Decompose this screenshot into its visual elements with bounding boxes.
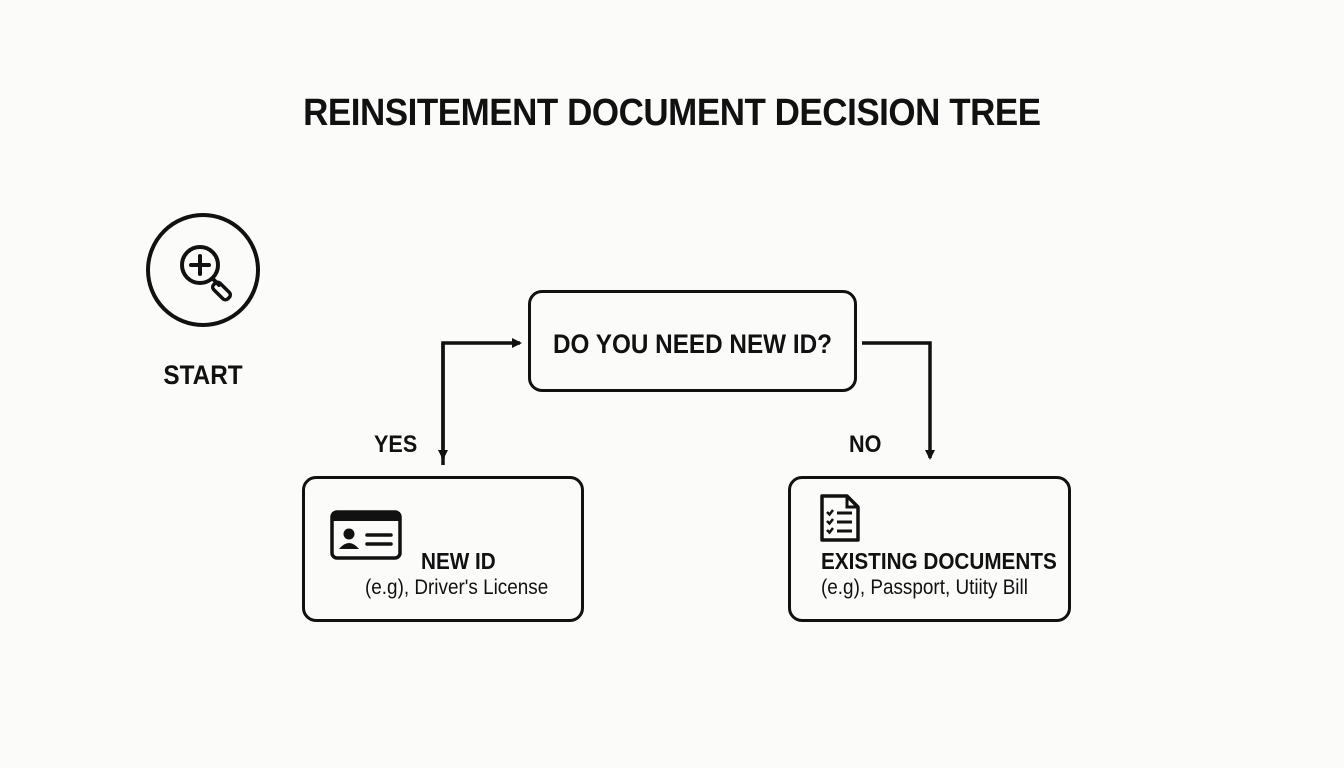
existing-documents-subtitle: (e.g), Passport, Utiity Bill	[821, 576, 1028, 599]
id-card-icon	[330, 510, 402, 560]
new-id-subtitle: (e.g), Driver's License	[365, 576, 549, 599]
existing-documents-title: EXISTING DOCUMENTS	[821, 548, 1057, 574]
question-text: DO YOU NEED NEW ID?	[552, 329, 833, 359]
checklist-document-icon	[820, 494, 860, 542]
yes-connector	[441, 338, 522, 465]
start-label: START	[163, 360, 243, 390]
new-id-title: NEW ID	[421, 548, 496, 574]
yes-label: YES	[374, 431, 418, 458]
diagram-title: REINSITEMENT DOCUMENT DECISION TREE	[303, 92, 1041, 134]
existing-documents-node: EXISTING DOCUMENTS (e.g), Passport, Utii…	[788, 476, 1071, 622]
no-label: NO	[849, 431, 882, 458]
question-node: DO YOU NEED NEW ID?	[528, 290, 857, 392]
start-node	[146, 213, 260, 327]
no-connector	[862, 341, 935, 460]
magnifier-plus-icon	[180, 245, 233, 302]
new-id-node: NEW ID (e.g), Driver's License	[302, 476, 584, 622]
